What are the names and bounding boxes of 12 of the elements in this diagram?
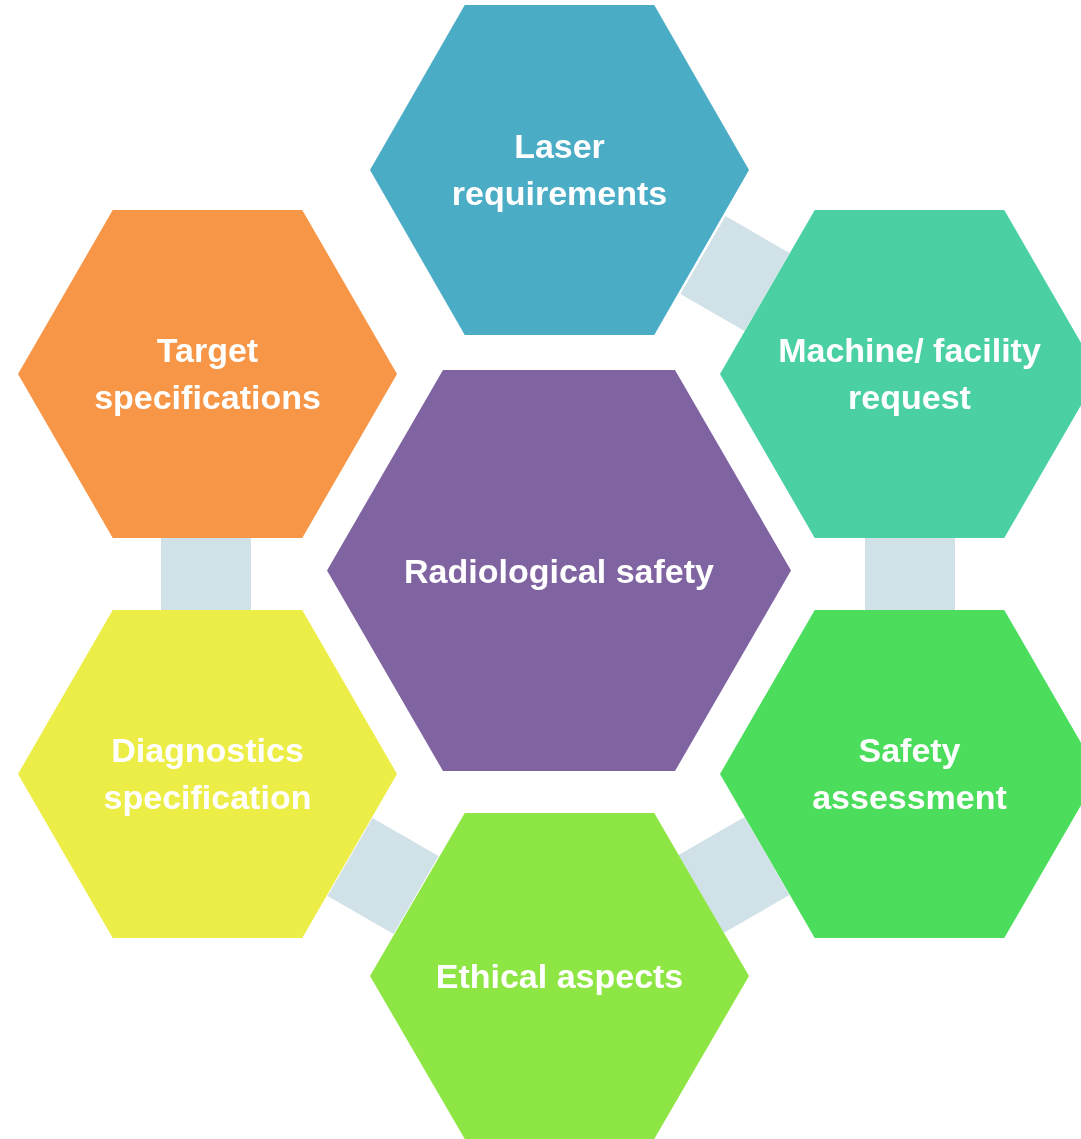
node-label: Laser requirements (450, 126, 669, 214)
node-label: Radiological safety (404, 550, 714, 592)
node-label: Diagnostics specification (102, 730, 313, 818)
connector-band (161, 538, 251, 610)
node-label: Machine/ facility request (777, 330, 1042, 418)
connector-band (865, 538, 955, 610)
connector-band (680, 216, 790, 331)
connector-band (678, 817, 790, 933)
node-label: Safety assessment (811, 730, 1008, 818)
node-label: Target specifications (93, 330, 322, 418)
connector-band (327, 818, 439, 934)
node-label: Ethical aspects (435, 955, 684, 997)
